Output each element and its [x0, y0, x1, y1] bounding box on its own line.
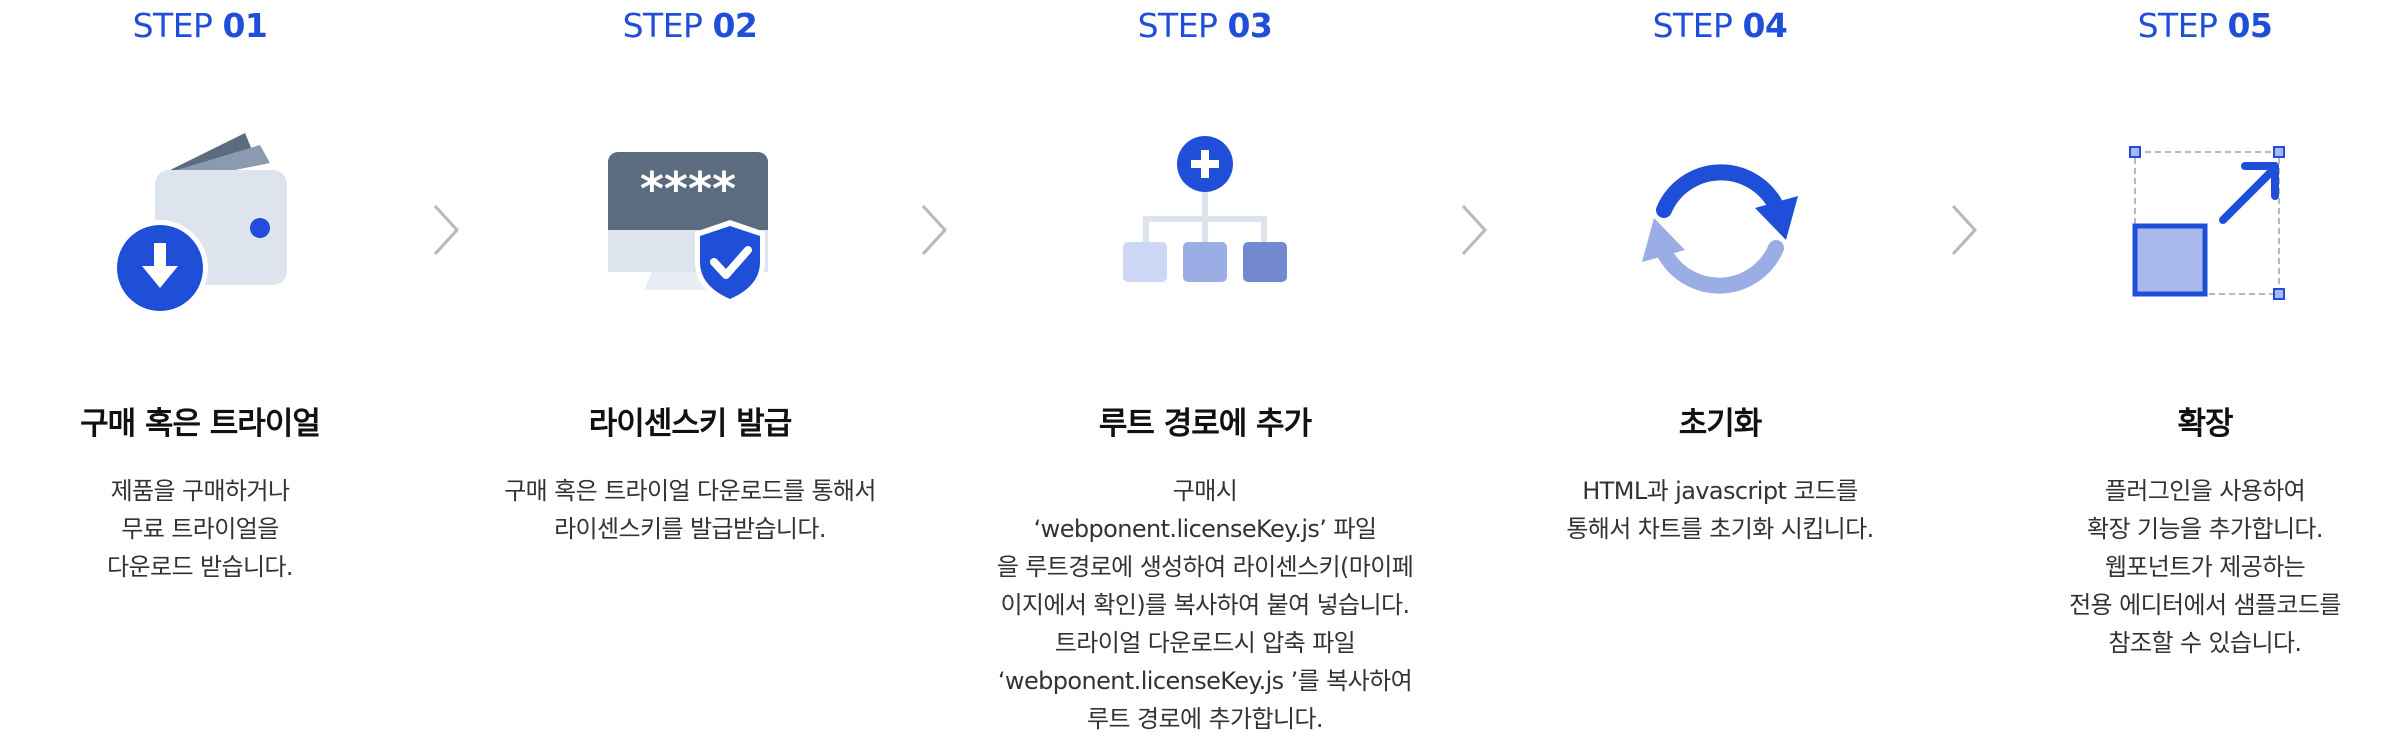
- step-5-description: 플러그인을 사용하여 확장 기능을 추가합니다. 웹포넌트가 제공하는 전용 에…: [2010, 472, 2400, 662]
- refresh-icon: [1642, 164, 1798, 294]
- description-line: 을 루트경로에 생성하여 라이센스키(마이페: [996, 553, 1414, 581]
- step-5-title: 확장: [2177, 406, 2233, 442]
- description-line: 구매 혹은 트라이얼 다운로드를 통해서: [504, 477, 876, 505]
- step-3-label: STEP 03: [965, 4, 1445, 48]
- step-1-title: 구매 혹은 트라이얼: [80, 406, 321, 442]
- tree-add-icon: [1123, 136, 1287, 282]
- description-line: 전용 에디터에서 샘플코드를: [2069, 591, 2341, 619]
- step-word: STEP: [1652, 6, 1733, 45]
- step-number: 04: [1742, 6, 1788, 45]
- svg-text:****: ****: [640, 162, 736, 216]
- step-word: STEP: [2137, 6, 2218, 45]
- chevron-right-icon: [921, 204, 948, 256]
- step-1-description: 제품을 구매하거나 무료 트라이얼을 다운로드 받습니다.: [0, 472, 400, 586]
- step-number: 05: [2227, 6, 2273, 45]
- step-number: 01: [222, 6, 268, 45]
- chevron-right-icon: [1951, 204, 1978, 256]
- description-line: ‘webponent.licenseKey.js’ 파일: [1033, 515, 1377, 543]
- chevron-right-icon: [433, 204, 460, 256]
- description-line: 참조할 수 있습니다.: [2108, 629, 2303, 657]
- description-line: 다운로드 받습니다.: [107, 553, 294, 581]
- description-line: 라이센스키를 발급받습니다.: [554, 515, 826, 543]
- step-number: 03: [1227, 6, 1273, 45]
- description-line: 구매시: [1172, 477, 1238, 505]
- description-line: 이지에서 확인)를 복사하여 붙여 넣습니다.: [1000, 591, 1410, 619]
- description-line: 통해서 차트를 초기화 시킵니다.: [1566, 515, 1874, 543]
- step-1-label: STEP 01: [0, 4, 400, 48]
- step-word: STEP: [132, 6, 213, 45]
- step-4-description: HTML과 javascript 코드를 통해서 차트를 초기화 시킵니다.: [1520, 472, 1920, 548]
- step-4-title: 초기화: [1678, 406, 1763, 442]
- chevron-right-icon: [1461, 204, 1488, 256]
- step-4-label: STEP 04: [1520, 4, 1920, 48]
- expand-icon: [2129, 146, 2285, 300]
- step-2-label: STEP 02: [490, 4, 890, 48]
- step-5-label: STEP 05: [2010, 4, 2400, 48]
- description-line: HTML과 javascript 코드를: [1582, 477, 1858, 505]
- step-2-description: 구매 혹은 트라이얼 다운로드를 통해서 라이센스키를 발급받습니다.: [490, 472, 890, 548]
- description-line: 트라이얼 다운로드시 압축 파일: [1054, 629, 1356, 657]
- step-3-title: 루트 경로에 추가: [1098, 406, 1312, 442]
- description-line: 제품을 구매하거나: [110, 477, 290, 505]
- description-line: 루트 경로에 추가합니다.: [1087, 705, 1323, 733]
- description-line: 무료 트라이얼을: [121, 515, 279, 543]
- description-line: 플러그인을 사용하여: [2104, 477, 2306, 505]
- description-line: 확장 기능을 추가합니다.: [2087, 515, 2323, 543]
- step-word: STEP: [622, 6, 703, 45]
- step-2-title: 라이센스키 발급: [588, 406, 792, 442]
- wallet-download-icon: [112, 133, 287, 316]
- step-3-description: 구매시 ‘webponent.licenseKey.js’ 파일 을 루트경로에…: [965, 472, 1445, 738]
- step-number: 02: [712, 6, 758, 45]
- monitor-shield-icon: ****: [608, 152, 768, 305]
- step-word: STEP: [1137, 6, 1218, 45]
- description-line: 웹포넌트가 제공하는: [2104, 553, 2306, 581]
- description-line: ‘webponent.licenseKey.js ’를 복사하여: [997, 667, 1413, 695]
